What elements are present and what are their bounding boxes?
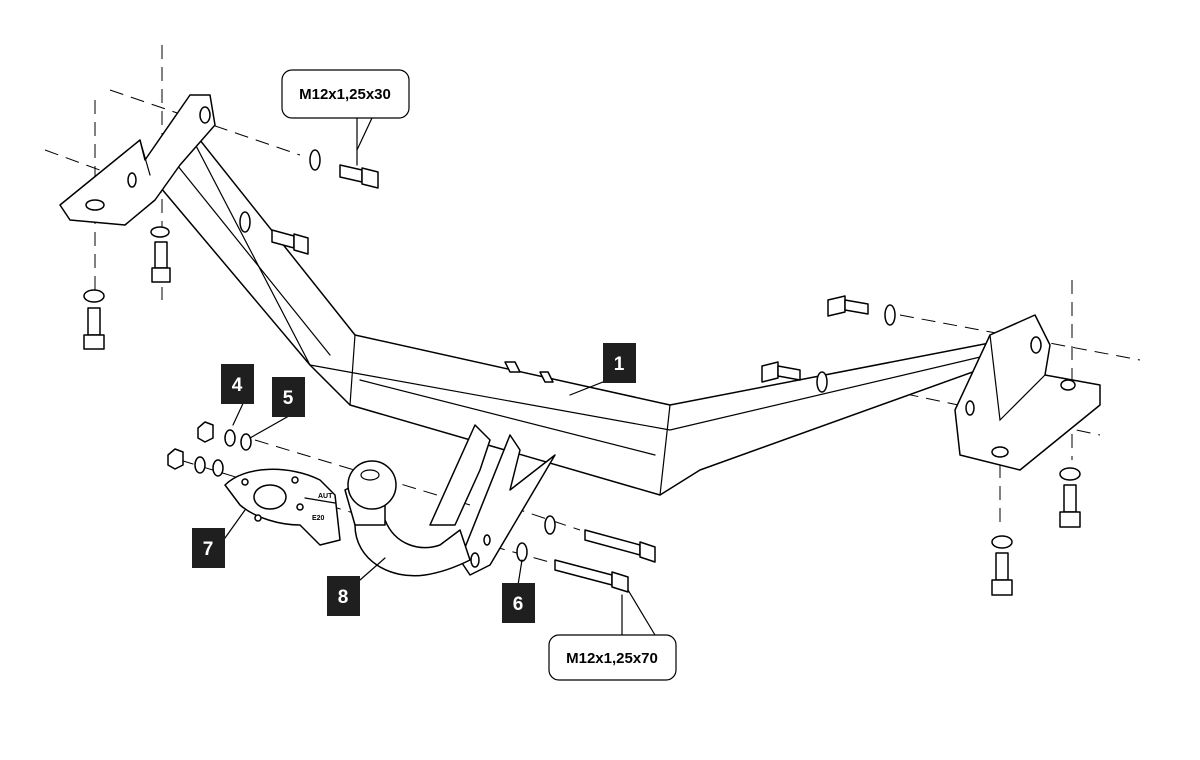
center-mount-plates [429, 361, 556, 576]
callout-bolt-top-text: M12x1,25x30 [299, 86, 391, 103]
part-number-1: 1 [614, 354, 625, 375]
homologation-stamp: E20 [312, 515, 325, 522]
part-label-7: 7 [192, 528, 225, 568]
part-number-7: 7 [203, 539, 214, 560]
callout-bolt-bottom: M12x1,25x70 [548, 634, 677, 681]
part-label-8: 8 [327, 576, 360, 616]
right-bracket-bolts [761, 295, 1081, 596]
manufacturer-stamp: AUT [318, 493, 333, 500]
part-number-8: 8 [338, 587, 349, 608]
part-number-6: 6 [513, 594, 524, 615]
callout-bolt-bottom-text: M12x1,25x70 [566, 650, 658, 667]
part-label-5: 5 [272, 377, 305, 417]
socket-plate-part-7: AUT E20 [224, 468, 341, 546]
nut-washer-set-4-5 [167, 421, 252, 477]
part-number-5: 5 [283, 388, 294, 409]
callout-bolt-top: M12x1,25x30 [281, 69, 410, 119]
center-bolts-part-6 [516, 515, 656, 593]
tow-ball-part-8 [344, 460, 471, 577]
part-number-4: 4 [232, 375, 243, 396]
left-mounting-bracket [59, 94, 216, 226]
main-crossbar-part-1 [149, 114, 1021, 496]
part-label-4: 4 [221, 364, 254, 404]
left-bracket-bolts [83, 149, 379, 350]
part-label-6: 6 [502, 583, 535, 623]
right-mounting-bracket [954, 314, 1101, 471]
part-label-1: 1 [603, 343, 636, 383]
